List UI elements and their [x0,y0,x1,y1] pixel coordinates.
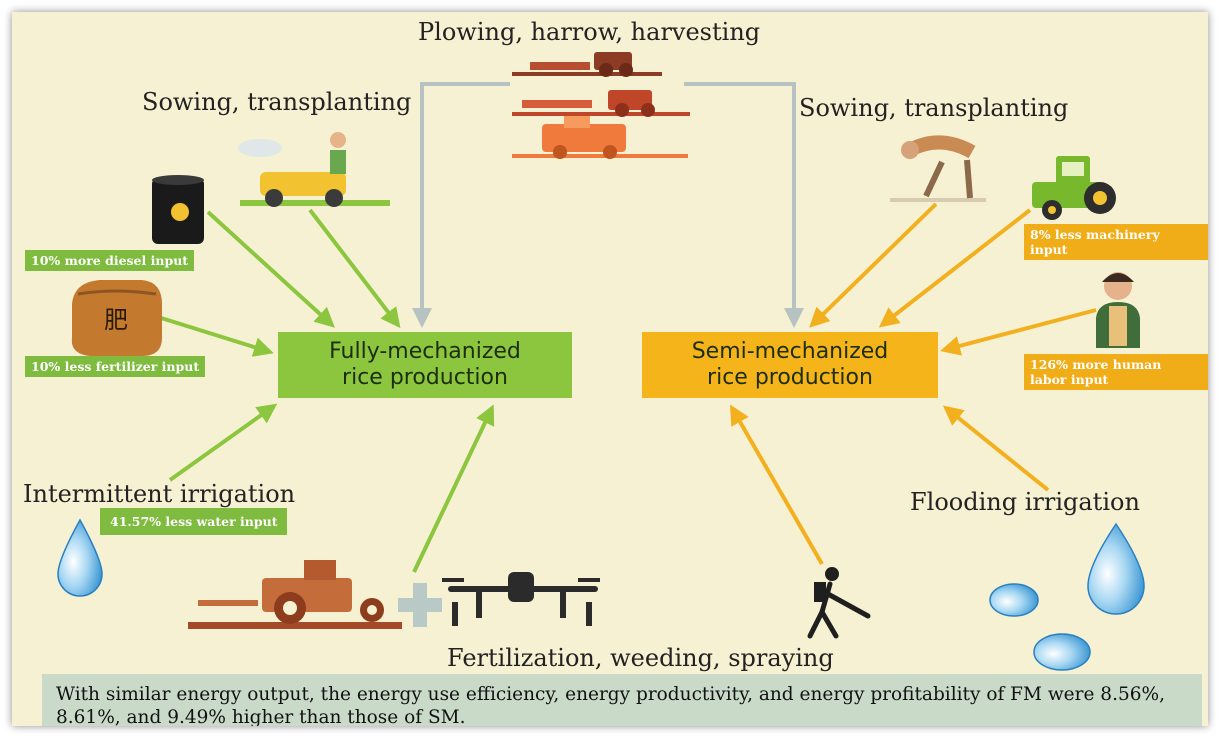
fertilizer-bag-icon [71,280,162,356]
plowing-machinery-icon [512,52,662,77]
oil-barrel-icon [152,175,204,244]
transplanter-icon [238,132,390,207]
flooding-irrigation-label: Flooding irrigation [910,488,1140,516]
green-arrows [157,208,495,573]
water-drop-icon [57,518,103,597]
harvester-icon [512,116,688,159]
fertilization-label: Fertilization, weeding, spraying [447,644,834,672]
left-sowing-label: Sowing, transplanting [142,88,412,116]
right-sowing-label: Sowing, transplanting [799,94,1069,122]
intermittent-irrigation-label: Intermittent irrigation [23,480,296,508]
tractor-icon [1032,156,1116,220]
spraying-worker-icon [807,567,871,639]
harrow-machinery-icon [512,90,690,117]
fertilizer-tag: 10% less fertilizer input [25,356,206,377]
water-tag: 41.57% less water input [100,508,288,535]
plowing-label: Plowing, harrow, harvesting [418,18,761,46]
plus-icon [398,583,442,627]
fully-mechanized-box: Fully-mechanized rice production [278,332,572,398]
diagram-graphics [57,52,1145,671]
orange-arrows [730,202,1097,565]
semi-mechanized-box: Semi-mechanized rice production [642,332,938,398]
farmer-transplanting-icon [890,135,986,202]
machinery-tag: 8% less machinery input [1024,224,1208,260]
labor-tag: 126% more human labor input [1024,354,1208,390]
top-connector [412,82,804,328]
diagram-canvas: 肥 Plowing, harrow, harvesting Sowing, tr… [12,12,1208,726]
water-drops-icon [989,522,1145,671]
fertilizer-bag-char: 肥 [104,306,128,334]
drone-icon [442,572,600,626]
summary-text: With similar energy output, the energy u… [42,674,1202,726]
diesel-tag: 10% more diesel input [25,250,195,271]
tractor-sprayer-icon [188,560,402,629]
human-labor-icon [1096,272,1140,348]
